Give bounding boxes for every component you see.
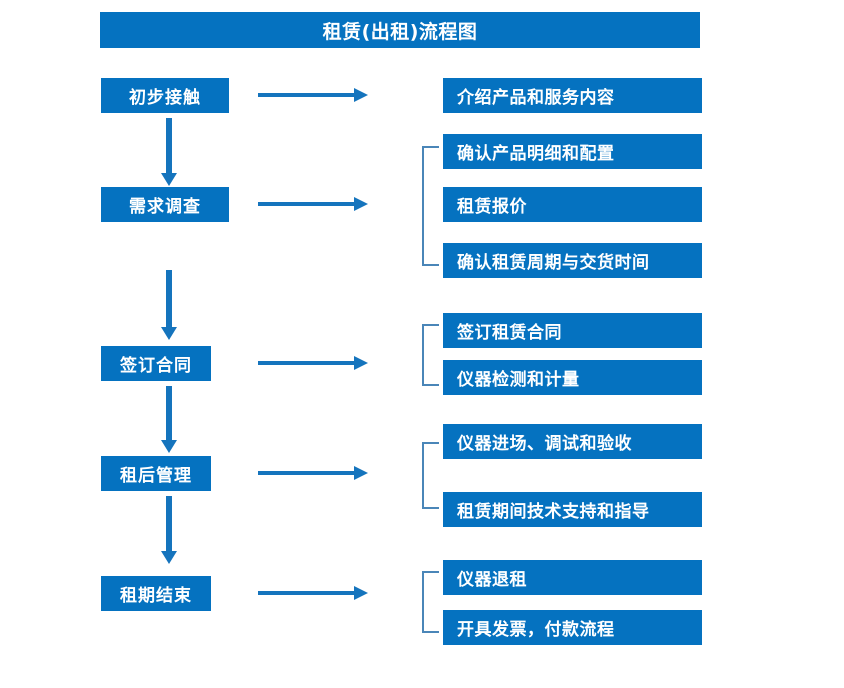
flow-arrow-down-1	[161, 118, 177, 186]
stage-box-5[interactable]: 租期结束	[101, 576, 211, 611]
group-bracket-2	[422, 146, 439, 266]
flow-arrow-right-2	[258, 197, 368, 211]
arrow-head-icon	[161, 440, 177, 453]
flow-arrow-right-4	[258, 466, 368, 480]
detail-box-4[interactable]: 确认租赁周期与交货时间	[443, 243, 702, 278]
flow-arrow-down-4	[161, 496, 177, 564]
arrow-shaft	[166, 118, 172, 173]
flow-arrow-down-2	[161, 270, 177, 340]
detail-box-3[interactable]: 租赁报价	[443, 187, 702, 222]
detail-box-7[interactable]: 仪器进场、调试和验收	[443, 424, 702, 459]
arrow-shaft	[258, 93, 354, 97]
detail-box-5[interactable]: 签订租赁合同	[443, 313, 702, 348]
detail-box-10[interactable]: 开具发票，付款流程	[443, 610, 702, 645]
group-bracket-5	[422, 571, 439, 633]
diagram-title: 租赁(出租)流程图	[100, 12, 700, 48]
detail-box-9[interactable]: 仪器退租	[443, 560, 702, 595]
group-bracket-4	[422, 442, 439, 509]
stage-box-2[interactable]: 需求调查	[101, 187, 229, 222]
stage-box-3[interactable]: 签订合同	[101, 346, 211, 381]
arrow-head-icon	[161, 327, 177, 340]
stage-box-1[interactable]: 初步接触	[101, 78, 229, 113]
flow-arrow-right-3	[258, 356, 368, 370]
group-bracket-3	[422, 324, 439, 386]
arrow-shaft	[258, 361, 354, 365]
detail-box-1[interactable]: 介绍产品和服务内容	[443, 78, 702, 113]
arrow-shaft	[166, 386, 172, 440]
flow-arrow-right-1	[258, 88, 368, 102]
arrow-shaft	[258, 202, 354, 206]
arrow-shaft	[166, 496, 172, 551]
arrow-shaft	[258, 591, 354, 595]
arrow-head-icon	[161, 173, 177, 186]
arrow-shaft	[258, 471, 354, 475]
detail-box-6[interactable]: 仪器检测和计量	[443, 360, 702, 395]
arrow-shaft	[166, 270, 172, 327]
arrow-head-icon	[354, 197, 368, 211]
detail-box-8[interactable]: 租赁期间技术支持和指导	[443, 492, 702, 527]
arrow-head-icon	[354, 356, 368, 370]
flow-arrow-down-3	[161, 386, 177, 453]
arrow-head-icon	[354, 586, 368, 600]
detail-box-2[interactable]: 确认产品明细和配置	[443, 134, 702, 169]
stage-box-4[interactable]: 租后管理	[101, 456, 211, 491]
arrow-head-icon	[354, 466, 368, 480]
flow-arrow-right-5	[258, 586, 368, 600]
arrow-head-icon	[354, 88, 368, 102]
arrow-head-icon	[161, 551, 177, 564]
